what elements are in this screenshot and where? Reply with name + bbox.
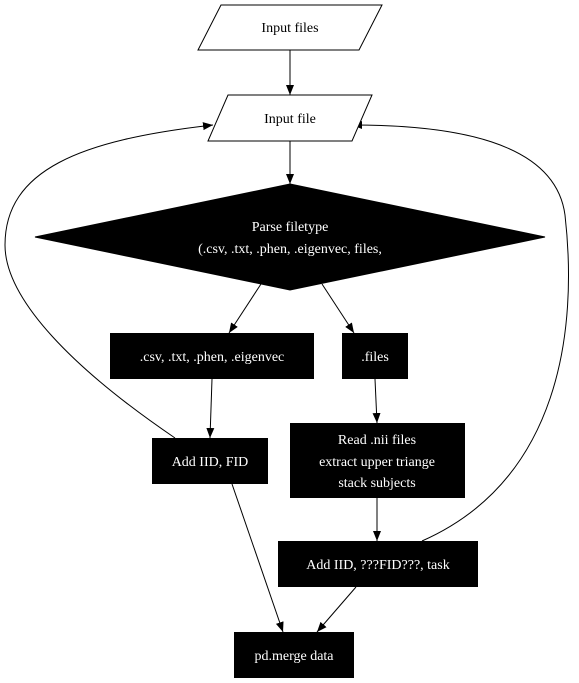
box-shape: [110, 333, 314, 379]
box-shape: [290, 423, 465, 498]
node-read-nii: Read .nii files extract upper triange st…: [290, 423, 465, 498]
box-shape: [342, 333, 408, 379]
box-shape: [234, 632, 354, 678]
node-merge-label: pd.merge data: [254, 649, 334, 664]
box-shape: [278, 541, 478, 587]
node-add-iid-task: Add IID, ???FID???, task: [278, 541, 478, 587]
node-input-file: Input file: [207, 94, 373, 142]
node-parse-filetype: Parse filetype (.csv, .txt, .phen, .eige…: [34, 183, 546, 291]
node-input-file-label: Input file: [264, 112, 316, 127]
node-files: .files: [342, 333, 408, 379]
edge-parse-to-files: [321, 283, 355, 334]
node-parse-label-line-2: (.csv, .txt, .phen, .eigenvec, files,: [198, 242, 382, 257]
node-add-iid-fid: Add IID, FID: [152, 438, 268, 484]
edge-add-iid-fid-to-merge: [231, 483, 284, 633]
edge-files-to-read-nii: [372, 378, 381, 424]
node-csv-types: .csv, .txt, .phen, .eigenvec: [110, 333, 314, 379]
node-read-nii-line-1: Read .nii files: [338, 433, 416, 448]
node-parse-label-line-1: Parse filetype: [252, 220, 329, 235]
node-add-iid-fid-label: Add IID, FID: [172, 455, 249, 470]
edge-add-iid-task-back-to-input-file: [351, 121, 569, 542]
node-pd-merge: pd.merge data: [234, 632, 354, 678]
box-shape: [152, 438, 268, 484]
edge-parse-to-csv: [228, 283, 262, 334]
node-read-nii-line-3: stack subjects: [338, 476, 415, 491]
node-files-label: .files: [361, 350, 389, 365]
edge-add-iid-fid-back-to-input-file: [4, 122, 214, 439]
edge-csv-to-add-iid-fid: [206, 378, 215, 439]
node-input-files: Input files: [197, 4, 383, 51]
node-csv-label: .csv, .txt, .phen, .eigenvec: [140, 350, 285, 365]
parallelogram-shape: [207, 94, 373, 142]
edges: [4, 50, 569, 633]
edge-add-iid-task-to-merge: [316, 586, 357, 633]
node-input-files-label: Input files: [261, 21, 318, 36]
diamond-shape: [34, 183, 546, 291]
node-read-nii-line-2: extract upper triange: [319, 455, 435, 470]
parallelogram-shape: [197, 4, 383, 51]
node-add-iid-task-label: Add IID, ???FID???, task: [306, 558, 449, 573]
